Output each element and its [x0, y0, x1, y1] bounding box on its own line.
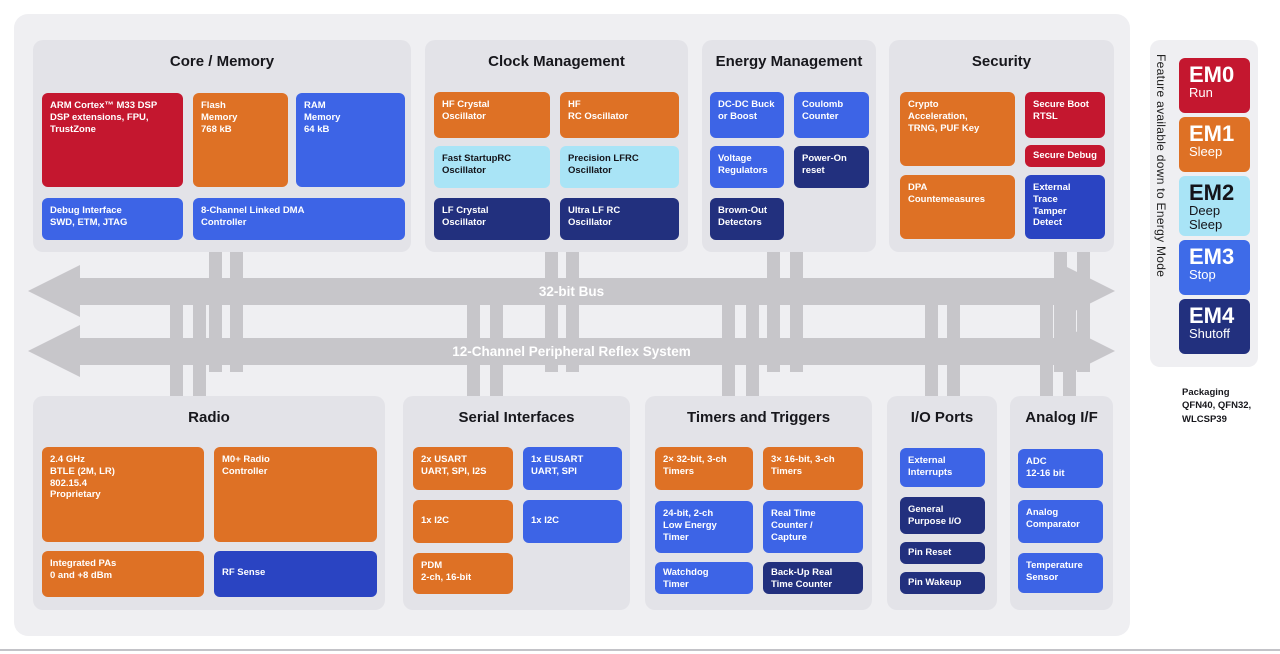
block-32bit-timers: 2× 32-bit, 3-ch Timers	[655, 447, 753, 490]
block-gpio: General Purpose I/O	[900, 497, 985, 534]
section-timers-triggers: Timers and Triggers 2× 32-bit, 3-ch Time…	[645, 396, 872, 610]
block-external-trace-tamper: External Trace Tamper Detect	[1025, 175, 1105, 239]
section-radio: Radio 2.4 GHz BTLE (2M, LR) 802.15.4 Pro…	[33, 396, 385, 610]
energy-mode-em2: EM2 Deep Sleep	[1179, 176, 1250, 236]
section-security: Security Crypto Acceleration, TRNG, PUF …	[889, 40, 1114, 252]
block-hf-rc-osc: HF RC Oscillator	[560, 92, 679, 138]
energy-mode-em3: EM3 Stop	[1179, 240, 1250, 295]
block-pin-reset: Pin Reset	[900, 542, 985, 564]
section-energy-management: Energy Management DC-DC Buck or Boost Co…	[702, 40, 876, 252]
block-pin-wakeup: Pin Wakeup	[900, 572, 985, 594]
block-watchdog-timer: Watchdog Timer	[655, 562, 753, 594]
block-16bit-timers: 3× 16-bit, 3-ch Timers	[763, 447, 863, 490]
block-arm-cortex-m33: ARM Cortex™ M33 DSP DSP extensions, FPU,…	[42, 93, 183, 187]
block-adc: ADC 12-16 bit	[1018, 449, 1103, 488]
block-i2c-1: 1x I2C	[413, 500, 513, 543]
bus-prs: 12-Channel Peripheral Reflex System	[78, 338, 1065, 365]
block-secure-boot-rtsl: Secure Boot RTSL	[1025, 92, 1105, 138]
packaging-note: Packaging QFN40, QFN32, WLCSP39	[1182, 387, 1252, 425]
connector	[925, 278, 938, 396]
connector	[722, 278, 735, 396]
block-precision-lfrc-osc: Precision LFRC Oscillator	[560, 146, 679, 188]
block-fast-startup-rc-osc: Fast StartupRC Oscillator	[434, 146, 550, 188]
bus-prs-label: 12-Channel Peripheral Reflex System	[452, 344, 691, 359]
block-lf-crystal-osc: LF Crystal Oscillator	[434, 198, 550, 240]
block-flash-memory: Flash Memory 768 kB	[193, 93, 288, 187]
connector	[746, 278, 759, 396]
section-title: I/O Ports	[910, 409, 974, 426]
em-sub: Run	[1189, 85, 1213, 101]
section-title: Serial Interfaces	[458, 409, 575, 426]
section-title: Energy Management	[715, 53, 863, 70]
block-analog-comparator: Analog Comparator	[1018, 500, 1103, 543]
block-power-on-reset: Power-On reset	[794, 146, 869, 188]
section-analog-if: Analog I/F ADC 12-16 bit Analog Comparat…	[1010, 396, 1113, 610]
block-eusart: 1x EUSART UART, SPI	[523, 447, 622, 490]
connector	[1040, 278, 1053, 396]
block-radio-protocols: 2.4 GHz BTLE (2M, LR) 802.15.4 Proprieta…	[42, 447, 204, 542]
bus-arrowhead-right	[1063, 265, 1115, 317]
bus-32bit: 32-bit Bus	[78, 278, 1065, 305]
bottom-divider	[0, 649, 1280, 651]
em-sub: Sleep	[1189, 144, 1223, 160]
block-voltage-regulators: Voltage Regulators	[710, 146, 784, 188]
section-core-memory: Core / Memory ARM Cortex™ M33 DSP DSP ex…	[33, 40, 411, 252]
block-coulomb-counter: Coulomb Counter	[794, 92, 869, 138]
section-title: Analog I/F	[1025, 409, 1098, 426]
energy-mode-sidebar: Feature available down to Energy Mode EM…	[1150, 40, 1258, 367]
block-dpa-countermeasures: DPA Countemeasures	[900, 175, 1015, 239]
block-brown-out-detectors: Brown-Out Detectors	[710, 198, 784, 240]
em-name: EM4	[1189, 303, 1235, 328]
block-hf-crystal-osc: HF Crystal Oscillator	[434, 92, 550, 138]
em-name: EM0	[1189, 62, 1235, 87]
section-io-ports: I/O Ports External Interrupts General Pu…	[887, 396, 997, 610]
block-rtc-capture: Real Time Counter / Capture	[763, 501, 863, 553]
bus-arrowhead-left	[28, 265, 80, 317]
connector	[170, 278, 183, 396]
block-debug-interface: Debug Interface SWD, ETM, JTAG	[42, 198, 183, 240]
bus-arrowhead-right	[1063, 325, 1115, 377]
section-title: Clock Management	[488, 53, 625, 70]
block-ram-memory: RAM Memory 64 kB	[296, 93, 405, 187]
block-crypto-acceleration: Crypto Acceleration, TRNG, PUF Key	[900, 92, 1015, 166]
section-serial-interfaces: Serial Interfaces 2x USART UART, SPI, I2…	[403, 396, 630, 610]
block-ultra-lf-rc-osc: Ultra LF RC Oscillator	[560, 198, 679, 240]
connector	[490, 278, 503, 396]
block-integrated-pas: Integrated PAs 0 and +8 dBm	[42, 551, 204, 597]
block-m0-radio-controller: M0+ Radio Controller	[214, 447, 377, 542]
energy-mode-em4: EM4 Shutoff	[1179, 299, 1250, 354]
em-name: EM2	[1189, 180, 1235, 205]
connector	[467, 278, 480, 396]
block-dcdc-buck-boost: DC-DC Buck or Boost	[710, 92, 784, 138]
block-external-interrupts: External Interrupts	[900, 448, 985, 487]
block-usart: 2x USART UART, SPI, I2S	[413, 447, 513, 490]
em-sub: Deep Sleep	[1189, 203, 1223, 233]
energy-mode-em1: EM1 Sleep	[1179, 117, 1250, 172]
block-low-energy-timer: 24-bit, 2-ch Low Energy Timer	[655, 501, 753, 553]
section-title: Core / Memory	[169, 53, 275, 70]
block-linked-dma: 8-Channel Linked DMA Controller	[193, 198, 405, 240]
block-pdm: PDM 2-ch, 16-bit	[413, 553, 513, 594]
em-sub: Stop	[1189, 267, 1216, 283]
em-name: EM3	[1189, 244, 1235, 269]
block-rf-sense: RF Sense	[214, 551, 377, 597]
block-secure-debug: Secure Debug	[1025, 145, 1105, 167]
connector	[947, 278, 960, 396]
block-temperature-sensor: Temperature Sensor	[1018, 553, 1103, 593]
bus-32bit-label: 32-bit Bus	[538, 284, 605, 299]
connector	[193, 278, 206, 396]
block-i2c-2: 1x I2C	[523, 500, 622, 543]
energy-mode-strip-label: Feature available down to Energy Mode	[1154, 54, 1168, 278]
block-backup-rtc: Back-Up Real Time Counter	[763, 562, 863, 594]
em-sub: Shutoff	[1189, 326, 1230, 342]
section-title: Radio	[188, 409, 230, 426]
bus-arrowhead-left	[28, 325, 80, 377]
energy-mode-em0: EM0 Run	[1179, 58, 1250, 113]
section-title: Timers and Triggers	[686, 409, 831, 426]
em-name: EM1	[1189, 121, 1235, 146]
section-title: Security	[971, 53, 1032, 70]
section-clock-management: Clock Management HF Crystal Oscillator H…	[425, 40, 688, 252]
